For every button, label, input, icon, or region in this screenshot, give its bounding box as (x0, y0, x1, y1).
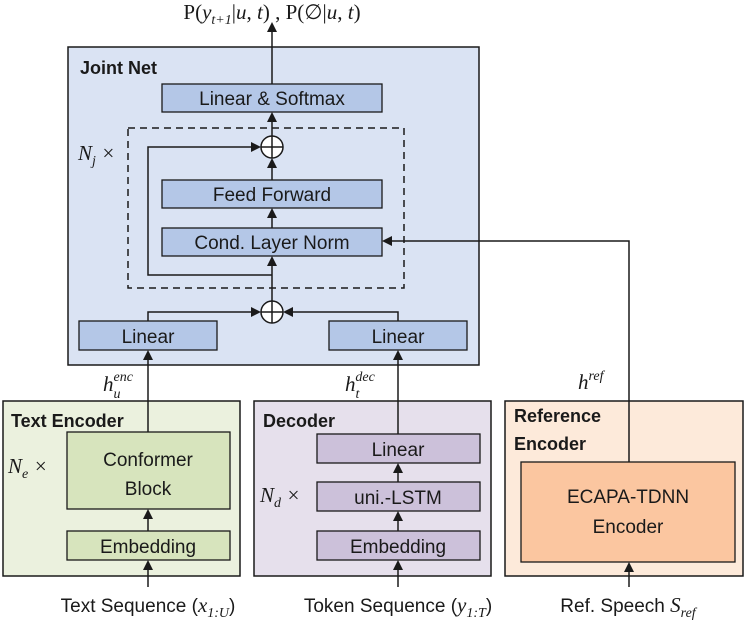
conformer-label-line2: Block (125, 479, 172, 500)
linear-left-label: Linear (122, 327, 175, 348)
ecapa-tdnn-label-line2: Encoder (593, 517, 664, 538)
linear-right-label: Linear (372, 327, 425, 348)
text-encoder-repeat-label: Ne × (7, 454, 48, 482)
decoder-title: Decoder (263, 411, 335, 431)
text-encoder-title: Text Encoder (11, 411, 124, 431)
joint-net-title: Joint Net (80, 58, 157, 78)
residual-add-icon (260, 135, 284, 159)
text-sequence-input-label: Text Sequence (x1:U) (61, 593, 236, 621)
cond-layer-norm-label: Cond. Layer Norm (194, 233, 349, 254)
ecapa-tdnn-block (520, 461, 736, 563)
joint-arrows (143, 22, 630, 401)
reference-encoder-title-line1: Reference (514, 406, 601, 426)
h-dec-label: htdec (345, 370, 376, 402)
ecapa-tdnn-label-line1: ECAPA-TDNN (567, 487, 689, 508)
h-ref-label: href (578, 369, 606, 394)
lstm-block (316, 481, 481, 512)
conformer-label-line1: Conformer (103, 450, 193, 471)
merge-add-icon (260, 300, 284, 324)
h-enc-label: huenc (103, 370, 134, 402)
feed-forward-label: Feed Forward (213, 185, 331, 206)
lstm-label: uni.-LSTM (354, 488, 442, 509)
linear-softmax-label: Linear & Softmax (199, 89, 345, 110)
linear-right-block (328, 320, 468, 351)
joint-repeat-label: Nj × (77, 141, 115, 169)
text-embedding-block (66, 530, 231, 561)
output-probability-label: P(yt+1|u, t) , P(∅|u, t) (183, 0, 360, 28)
decoder-linear-block (316, 433, 481, 464)
joint-repeat-dashed-box (127, 127, 405, 289)
encoder-arrows (143, 401, 634, 587)
decoder-embedding-block (316, 530, 481, 561)
ref-speech-input-label: Ref. Speech Sref (560, 593, 697, 621)
text-embedding-label: Embedding (100, 537, 196, 558)
reference-encoder-title-line2: Encoder (514, 434, 586, 454)
decoder-embedding-label: Embedding (350, 537, 446, 558)
token-sequence-input-label: Token Sequence (y1:T) (304, 593, 492, 621)
conformer-block (66, 431, 231, 510)
decoder-linear-label: Linear (372, 440, 425, 461)
